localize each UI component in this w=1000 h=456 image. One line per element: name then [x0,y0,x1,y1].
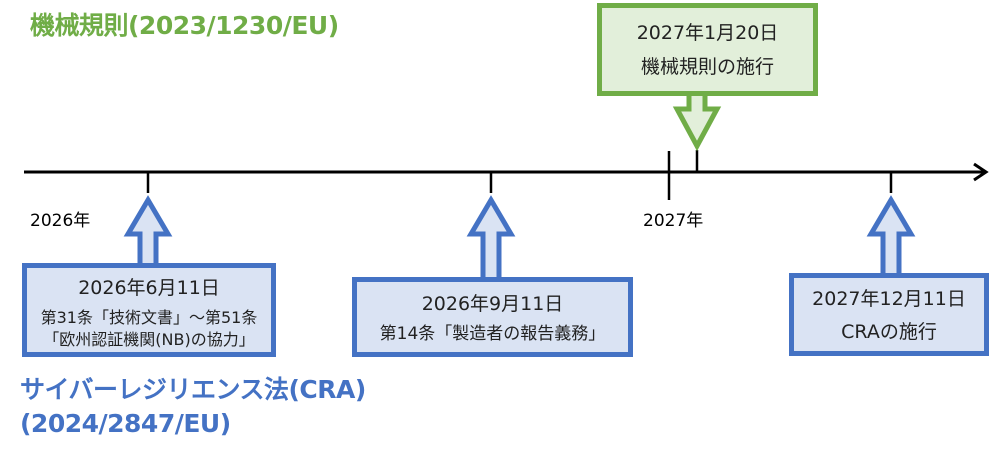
machinery-regulation-title: 機械規則(2023/1230/EU) [30,11,339,40]
event-description-line1: 第31条「技術文書」～第51条 [40,308,258,327]
blue-arrow-up-icon [466,195,516,285]
year-label-2026: 2026年 [30,211,91,231]
cra-event-box-3: 2027年12月11日 CRAの施行 [789,273,989,356]
year-label-2027: 2027年 [643,211,704,231]
blue-arrow-up-icon [123,195,173,271]
blue-arrow-up-icon [866,195,916,281]
event-description-line1: 第14条「製造者の報告義務」 [379,324,606,344]
event-date: 2026年9月11日 [421,293,564,315]
machinery-regulation-event-box: 2027年1月20日 機械規則の施行 [597,3,818,96]
cra-event-box-2: 2026年9月11日 第14条「製造者の報告義務」 [352,277,633,357]
cra-event-box-1: 2026年6月11日 第31条「技術文書」～第51条 「欧州認証機関(NB)の協… [22,263,276,357]
event-date: 2027年1月20日 [636,22,779,44]
cra-title: サイバーレジリエンス法(CRA) (2024/2847/EU) [20,373,366,441]
green-arrow-down-icon [672,90,722,152]
timeline-arrowhead-icon [973,162,989,182]
event-date: 2026年6月11日 [78,277,220,299]
cra-title-line1: サイバーレジリエンス法(CRA) [20,375,366,404]
cra-title-line2: (2024/2847/EU) [20,409,231,438]
event-description-line1: CRAの施行 [841,321,937,343]
event-description-line2: 「欧州認証機関(NB)の協力」 [43,330,255,349]
event-date: 2027年12月11日 [812,288,966,310]
event-description: 機械規則の施行 [640,56,774,78]
